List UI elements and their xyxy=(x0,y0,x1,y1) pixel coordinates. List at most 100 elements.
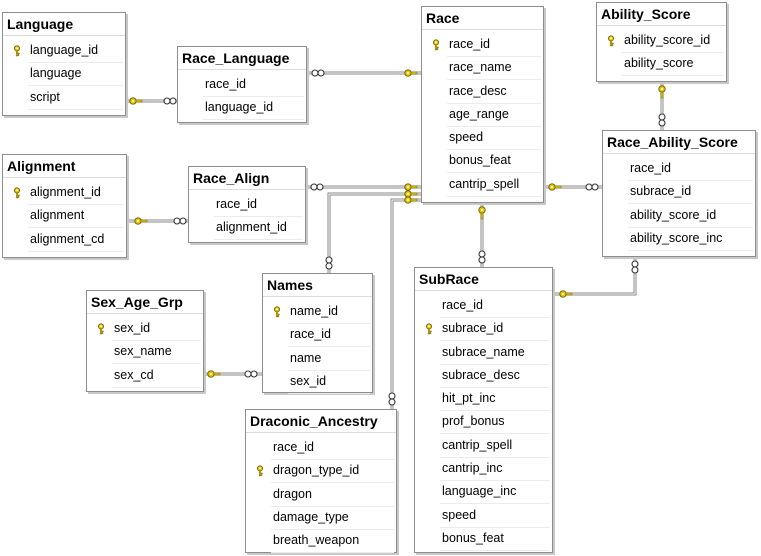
column-row[interactable]: language_id xyxy=(178,96,306,121)
relationship-alignment-to-race-align[interactable] xyxy=(127,217,188,225)
column-row[interactable]: race_desc xyxy=(422,80,543,104)
column-row[interactable]: dragon_type_id xyxy=(246,459,396,484)
table-title: Race_Ability_Score xyxy=(603,131,755,154)
column-name: subrace_id xyxy=(628,180,753,205)
column-row[interactable]: name_id xyxy=(263,300,372,324)
column-name: speed xyxy=(440,504,550,528)
column-name: alignment_cd xyxy=(28,228,124,252)
column-row[interactable]: sex_name xyxy=(87,340,203,365)
one-end-key-icon xyxy=(404,196,418,204)
column-row[interactable]: cantrip_spell xyxy=(422,173,543,197)
relationship-ability-score-to-race-ability-score[interactable] xyxy=(658,82,666,130)
key-icon-glyph xyxy=(14,186,20,198)
column-name: script xyxy=(28,86,123,110)
column-name: alignment_id xyxy=(28,181,124,205)
table-title: Alignment xyxy=(3,155,126,178)
column-row[interactable]: subrace_id xyxy=(415,317,552,342)
column-row[interactable]: alignment_cd xyxy=(3,228,126,252)
relationship-race-to-race-ability-score[interactable] xyxy=(544,183,602,191)
table-title: SubRace xyxy=(415,268,552,291)
column-row[interactable]: sex_id xyxy=(263,370,372,394)
infinity-icon xyxy=(585,183,599,191)
column-row[interactable]: race_id xyxy=(189,193,305,217)
column-row[interactable]: speed xyxy=(415,504,552,528)
column-row[interactable]: subrace_name xyxy=(415,341,552,365)
column-row[interactable]: language_inc xyxy=(415,480,552,505)
relationship-sex-age-grp-to-names[interactable] xyxy=(204,370,262,378)
column-row[interactable]: race_id xyxy=(415,294,552,318)
column-row[interactable]: damage_type xyxy=(246,506,396,530)
column-row[interactable]: language_id xyxy=(3,39,125,63)
column-row[interactable]: prof_bonus xyxy=(415,410,552,435)
column-row[interactable]: subrace_desc xyxy=(415,364,552,388)
column-row[interactable]: script xyxy=(3,86,125,110)
column-row[interactable]: sex_id xyxy=(87,317,203,341)
infinity-icon xyxy=(244,370,258,378)
column-row[interactable]: sex_cd xyxy=(87,364,203,388)
infinity-icon xyxy=(658,113,666,127)
column-row[interactable]: cantrip_spell xyxy=(415,434,552,458)
column-row[interactable]: name xyxy=(263,347,372,371)
column-row[interactable]: hit_pt_inc xyxy=(415,387,552,412)
column-row[interactable]: race_id xyxy=(263,323,372,348)
column-row[interactable]: race_id xyxy=(422,33,543,57)
relationship-language-to-race-language[interactable] xyxy=(126,97,177,105)
column-name: language_id xyxy=(203,96,304,121)
relationship-race-to-race-align[interactable] xyxy=(306,183,421,191)
column-name: race_id xyxy=(271,436,394,460)
column-row[interactable]: language xyxy=(3,62,125,87)
column-name: subrace_id xyxy=(440,317,550,342)
table-title: Draconic_Ancestry xyxy=(246,410,396,433)
column-name: ability_score xyxy=(622,52,724,77)
relationship-race-to-draconic-ancestry[interactable] xyxy=(388,196,421,409)
one-end-key-icon xyxy=(404,183,418,191)
one-end-key-icon xyxy=(134,217,148,225)
column-row[interactable]: alignment_id xyxy=(3,181,126,205)
column-row[interactable]: bonus_feat xyxy=(415,527,552,551)
column-name: alignment xyxy=(28,204,124,229)
column-name: breath_weapon xyxy=(271,529,394,554)
relationship-race-to-race-language[interactable] xyxy=(307,69,421,77)
relationship-subrace-to-race-ability-score[interactable] xyxy=(553,257,639,298)
column-name: ability_score_id xyxy=(622,29,724,53)
column-row[interactable]: race_name xyxy=(422,56,543,81)
key-icon xyxy=(7,181,27,204)
column-name: bonus_feat xyxy=(440,527,550,551)
column-row[interactable]: ability_score_id xyxy=(597,29,726,53)
column-row[interactable]: race_id xyxy=(246,436,396,460)
relationship-race-to-subrace[interactable] xyxy=(478,203,486,267)
column-row[interactable]: age_range xyxy=(422,103,543,127)
one-end-key-icon xyxy=(207,370,221,378)
column-row[interactable]: alignment xyxy=(3,204,126,229)
one-end-key-icon xyxy=(658,85,666,99)
column-row[interactable]: alignment_id xyxy=(189,216,305,241)
column-row[interactable]: speed xyxy=(422,126,543,151)
column-row[interactable]: ability_score_inc xyxy=(603,227,755,251)
column-row[interactable]: dragon xyxy=(246,483,396,507)
key-icon-glyph xyxy=(433,38,439,50)
relationship-race-to-names[interactable] xyxy=(325,190,421,273)
column-row[interactable]: race_id xyxy=(178,73,306,97)
column-row[interactable]: bonus_feat xyxy=(422,149,543,174)
column-name: ability_score_id xyxy=(628,204,753,228)
column-row[interactable]: ability_score xyxy=(597,52,726,77)
column-row[interactable]: ability_score_id xyxy=(603,204,755,228)
column-row[interactable]: race_id xyxy=(603,157,755,181)
column-row[interactable]: cantrip_inc xyxy=(415,457,552,482)
column-row[interactable]: subrace_id xyxy=(603,180,755,205)
column-row[interactable]: breath_weapon xyxy=(246,529,396,554)
one-end-key-icon xyxy=(404,69,418,77)
